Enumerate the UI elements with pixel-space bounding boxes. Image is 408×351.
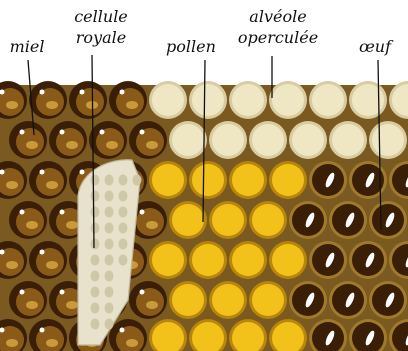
cell-capped <box>189 81 227 119</box>
label-oeuf: œuf <box>350 36 400 57</box>
cell-pollen <box>269 161 307 199</box>
royal-cell-pit <box>119 239 128 250</box>
label-pollen: pollen <box>156 36 226 57</box>
cell-honey <box>129 281 167 319</box>
royal-cell-pit <box>119 175 128 186</box>
royal-cell-pit <box>91 207 100 218</box>
label-alveole: alvéole <box>249 7 306 26</box>
cell-capped <box>329 121 367 159</box>
cell-pollen <box>209 281 247 319</box>
labels: miel cellule royale pollen alvéole operc… <box>0 0 408 80</box>
cell-honey <box>89 121 127 159</box>
royal-cell-pit <box>91 223 100 234</box>
royal-cell-pit <box>105 191 114 202</box>
cell-capped <box>149 81 187 119</box>
cell-pollen <box>149 241 187 279</box>
cell-capped <box>349 81 387 119</box>
royal-cell-pit <box>105 207 114 218</box>
cell-capped <box>209 121 247 159</box>
royal-cell-pit <box>119 207 128 218</box>
cell-pollen <box>249 281 287 319</box>
cell-honey <box>29 241 67 279</box>
cell-capped <box>309 81 347 119</box>
cell-pollen <box>149 161 187 199</box>
cell-capped <box>269 81 307 119</box>
royal-cell-pit <box>133 175 142 186</box>
royal-cell-pit <box>91 287 100 298</box>
royal-cell-pit <box>105 239 114 250</box>
royal-cell-pit <box>119 191 128 202</box>
royal-cell-pit <box>105 271 114 282</box>
cell-pollen <box>209 201 247 239</box>
cell-pollen <box>189 241 227 279</box>
cell-pollen <box>269 241 307 279</box>
cell-egg <box>369 201 407 239</box>
royal-cell-pit <box>105 303 114 314</box>
cell-pollen <box>249 201 287 239</box>
royal-cell-pit <box>91 319 100 330</box>
cell-egg <box>289 201 327 239</box>
label-miel: miel <box>4 36 50 57</box>
royal-cell-pit <box>91 175 100 186</box>
royal-cell-pit <box>91 255 100 266</box>
cell-capped <box>289 121 327 159</box>
cell-honey <box>109 81 147 119</box>
cell-pollen <box>229 241 267 279</box>
cell-pollen <box>229 161 267 199</box>
cell-capped <box>229 81 267 119</box>
royal-cell-pit <box>91 271 100 282</box>
royal-cell-pit <box>105 175 114 186</box>
cell-egg <box>369 281 407 319</box>
royal-cell-pit <box>91 239 100 250</box>
royal-cell-pit <box>105 287 114 298</box>
cell-egg <box>309 241 347 279</box>
cell-egg <box>289 281 327 319</box>
cell-honey <box>9 281 47 319</box>
cell-egg <box>309 161 347 199</box>
cell-egg <box>329 281 367 319</box>
royal-cell-pit <box>119 255 128 266</box>
cell-capped <box>249 121 287 159</box>
royal-cell-pit <box>105 255 114 266</box>
cell-honey <box>9 201 47 239</box>
cell-pollen <box>169 201 207 239</box>
cell-pollen <box>169 281 207 319</box>
cell-honey <box>69 81 107 119</box>
cell-egg <box>329 201 367 239</box>
cell-honey <box>29 161 67 199</box>
royal-cell-pit <box>91 191 100 202</box>
label-cellule-royale: cellule royale <box>66 6 136 48</box>
label-alveole-operculee: alvéole operculée <box>228 6 328 48</box>
cell-egg <box>349 161 387 199</box>
cell-pollen <box>189 161 227 199</box>
royal-cell-pit <box>105 319 114 330</box>
label-cellule: cellule <box>74 7 128 26</box>
cell-honey <box>49 121 87 159</box>
cell-honey <box>129 121 167 159</box>
royal-cell-pit <box>105 223 114 234</box>
royal-cell-pit <box>119 223 128 234</box>
cell-capped <box>369 121 407 159</box>
cell-capped <box>169 121 207 159</box>
royal-cell-pit <box>91 303 100 314</box>
cell-honey <box>9 121 47 159</box>
label-royale: royale <box>76 28 126 47</box>
cell-egg <box>349 241 387 279</box>
cell-honey <box>29 81 67 119</box>
label-operculee: operculée <box>238 28 318 47</box>
